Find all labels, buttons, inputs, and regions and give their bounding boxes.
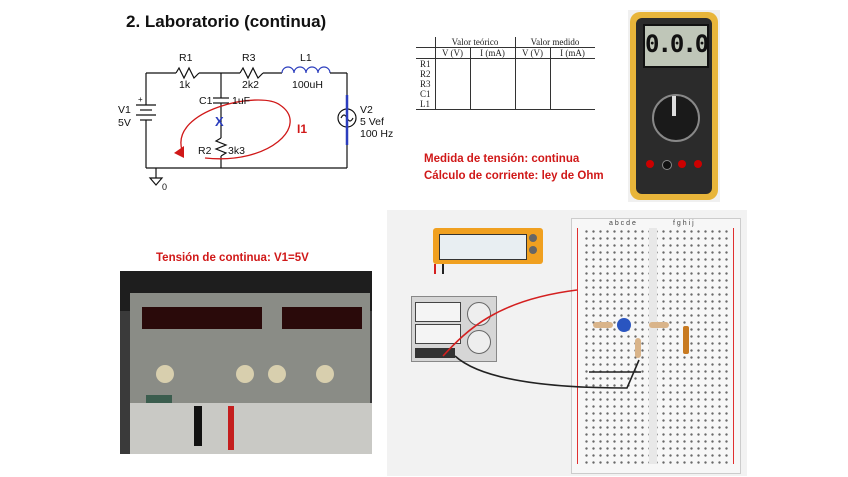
resistor xyxy=(649,322,669,328)
measure-note: Medida de tensión: continua xyxy=(424,153,580,165)
l1-name: L1 xyxy=(300,52,312,64)
col-i-measured: I (mA) xyxy=(560,48,585,58)
capacitor xyxy=(617,318,631,332)
page-title: 2. Laboratorio (continua) xyxy=(126,12,327,31)
ground-label: 0 xyxy=(162,182,167,192)
v2-name: V2 xyxy=(360,104,373,116)
multimeter-dial xyxy=(652,94,700,142)
group-theoretical: Valor teórico xyxy=(435,37,516,48)
probe-jack xyxy=(646,160,654,168)
r2-value: 3k3 xyxy=(228,145,245,157)
circuit-schematic: R1 1k R3 2k2 L1 100uH C1 1uF R2 3k3 V1 5… xyxy=(118,52,393,192)
r3-name: R3 xyxy=(242,52,256,64)
power-supply-photo xyxy=(120,271,372,454)
row-label: C1 xyxy=(416,89,436,99)
v2-value: 5 Vef xyxy=(360,116,384,128)
current-label: I1 xyxy=(297,122,307,136)
v2-frequency: 100 Hz xyxy=(360,128,393,140)
col-v-measured: V (V) xyxy=(515,47,551,59)
group-measured: Valor medido xyxy=(530,37,580,47)
c1-name: C1 xyxy=(199,95,213,107)
r3-value: 2k2 xyxy=(242,79,259,91)
c1-value: 1uF xyxy=(232,95,250,107)
v1-value: 5V xyxy=(118,117,131,129)
psu-caption: Tensión de continua: V1=5V xyxy=(156,252,309,264)
calc-note: Cálculo de corriente: ley de Ohm xyxy=(424,170,604,182)
breadboard-simulation: a b c d e f g h i j xyxy=(387,210,747,476)
r1-value: 1k xyxy=(179,79,191,91)
row-label: R2 xyxy=(416,69,436,79)
multimeter-display: 0.0.0 xyxy=(645,30,709,58)
l1-value: 100uH xyxy=(292,79,323,91)
probe-jack xyxy=(662,160,672,170)
row-label: L1 xyxy=(416,99,436,110)
column-letters-left: a b c d e xyxy=(609,220,636,227)
row-label: R3 xyxy=(416,79,436,89)
simulation-wires xyxy=(434,264,641,389)
resistor xyxy=(593,322,613,328)
col-v-theoretical: V (V) xyxy=(435,47,471,59)
v1-plus: + xyxy=(138,95,143,104)
multimeter-photo: 0.0.0 xyxy=(628,10,720,202)
resistor xyxy=(635,338,641,358)
column-letters-right: f g h i j xyxy=(673,220,694,227)
inductor xyxy=(683,326,689,354)
row-label: R1 xyxy=(416,58,436,69)
v1-name: V1 xyxy=(118,104,131,116)
r2-name: R2 xyxy=(198,145,212,157)
values-table: Valor teórico Valor medido V (V) I (mA) … xyxy=(416,37,595,110)
col-i-theoretical: I (mA) xyxy=(470,47,516,59)
r1-name: R1 xyxy=(179,52,193,64)
probe-jack xyxy=(678,160,686,168)
probe-jack xyxy=(694,160,702,168)
open-circuit-mark: X xyxy=(215,114,224,129)
